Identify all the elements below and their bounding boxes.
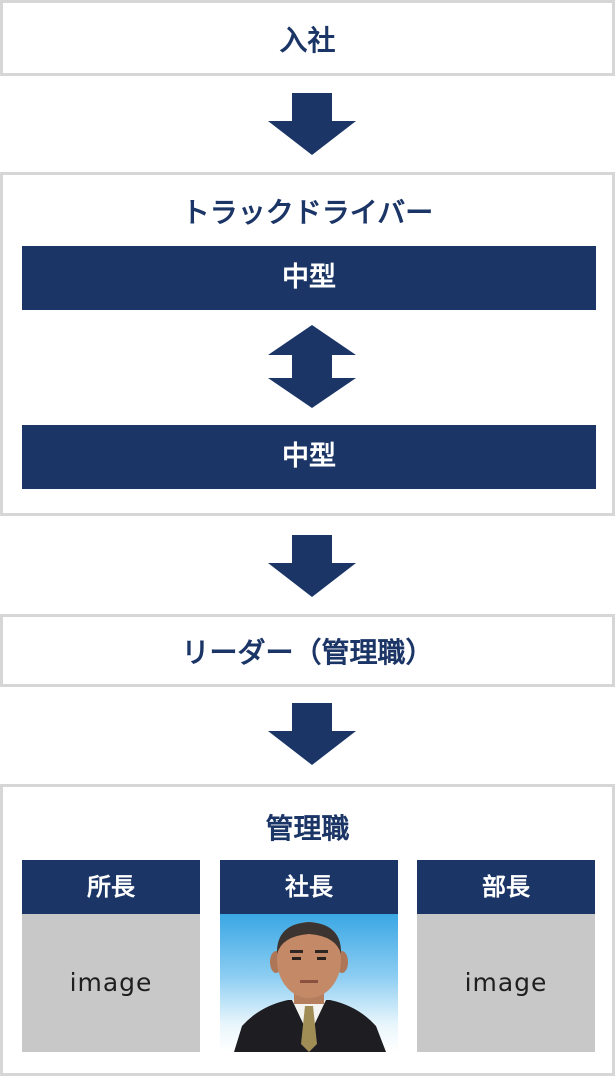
position-card-president: 社長 (220, 860, 398, 1052)
image-placeholder-label: image (464, 968, 548, 997)
stage-title-management: 管理職 (265, 812, 350, 845)
position-card-branch-manager: 所長 image (22, 860, 200, 1052)
arrow-down-icon (268, 93, 356, 155)
arrow-up-down-icon (268, 325, 356, 408)
arrow-down-icon (268, 703, 356, 765)
stage-box-leader: リーダー（管理職） (0, 614, 615, 687)
license-bar-bottom: 中型 (22, 425, 596, 489)
position-card-title: 社長 (220, 860, 398, 914)
image-placeholder-label: image (69, 968, 153, 997)
position-card-department-manager: 部長 image (417, 860, 595, 1052)
stage-title-joining: 入社 (279, 24, 336, 57)
stage-title-leader: リーダー（管理職） (181, 636, 434, 669)
image-placeholder: image (22, 914, 200, 1052)
stage-title-truck-driver: トラックドライバー (181, 196, 434, 229)
license-bar-top: 中型 (22, 246, 596, 310)
image-placeholder: image (417, 914, 595, 1052)
president-photo (220, 914, 398, 1052)
position-card-title: 所長 (22, 860, 200, 914)
arrow-down-icon (268, 535, 356, 597)
position-card-title: 部長 (417, 860, 595, 914)
person-portrait-icon (234, 922, 386, 1052)
stage-box-joining: 入社 (0, 0, 615, 76)
